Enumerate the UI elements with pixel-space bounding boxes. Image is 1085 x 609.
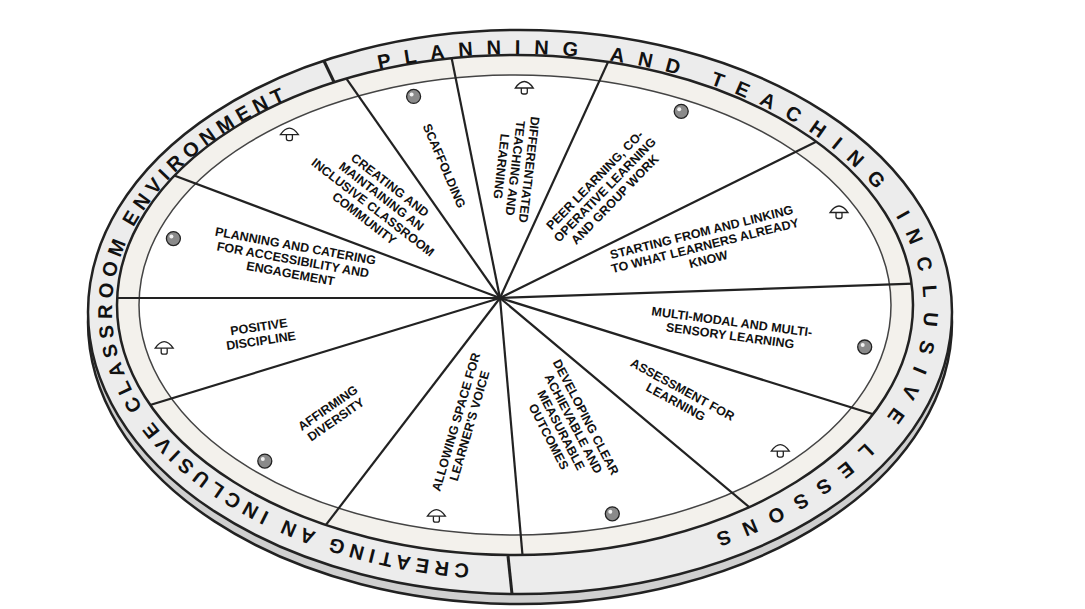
olive-hole: [677, 107, 681, 111]
olive: [674, 104, 688, 118]
olive-hole: [261, 457, 265, 461]
olive: [407, 89, 421, 103]
olive-topping: [605, 507, 619, 521]
slice-cut: [500, 298, 545, 609]
mushroom-cap: [830, 206, 848, 213]
olive-hole: [861, 343, 865, 347]
slice-cut: [183, 298, 500, 609]
mushroom-cap: [280, 128, 298, 135]
olive-hole: [169, 235, 173, 239]
mushroom-topping: [830, 206, 848, 219]
olive: [258, 454, 272, 468]
mushroom-cap: [155, 342, 173, 349]
rim-divider: [324, 61, 334, 82]
olive-topping: [166, 232, 180, 246]
olive: [858, 340, 872, 354]
olive-topping: [258, 454, 272, 468]
olive-hole: [608, 510, 612, 514]
slice-cut: [0, 297, 500, 299]
mushroom-topping: [515, 82, 533, 95]
slice-cut: [500, 68, 966, 298]
mushroom-cap: [515, 82, 533, 89]
slice-cut: [500, 298, 898, 609]
mushroom-topping: [771, 445, 789, 458]
slice-cut: [3, 298, 500, 450]
olive-topping: [674, 104, 688, 118]
mushroom-topping: [280, 128, 298, 141]
mushroom-topping: [427, 510, 445, 523]
mushroom-topping: [155, 342, 173, 355]
olive-topping: [858, 340, 872, 354]
olive: [605, 507, 619, 521]
mushroom-cap: [427, 510, 445, 517]
rim-label: PLANNING AND TEACHING INCLUSIVE LESSONS: [375, 36, 942, 555]
rim-label: CREATING AN INCLUSIVE CLASSROOM ENVIRONM…: [94, 81, 470, 582]
olive-hole: [410, 92, 414, 96]
olive-topping: [407, 89, 421, 103]
toppings: [155, 82, 872, 523]
plate-rim: [88, 30, 952, 594]
slice-cut: [500, 280, 1020, 298]
slice-cuts: [0, 0, 1020, 609]
mushroom-cap: [771, 445, 789, 452]
rim-divider: [508, 556, 512, 594]
olive: [166, 232, 180, 246]
